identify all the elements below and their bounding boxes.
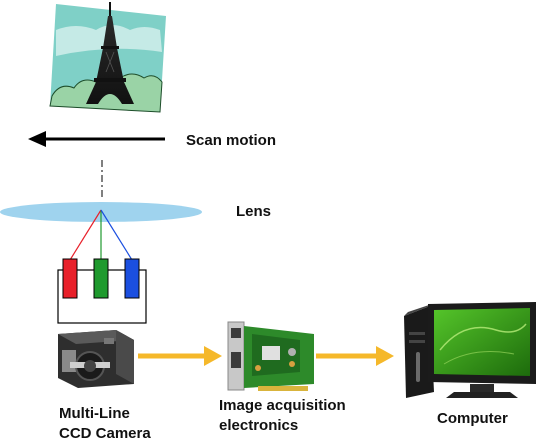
camera-label-line1: Multi-Line — [59, 405, 130, 422]
camera-label-line2: CCD Camera — [59, 425, 151, 442]
flow-arrow-camera-to-card — [138, 346, 222, 366]
computer-icon — [404, 302, 536, 398]
scan-motion-label: Scan motion — [186, 132, 277, 149]
acquisition-label-line1: Image acquisition — [219, 397, 346, 414]
flow-arrow-card-to-computer — [316, 346, 394, 366]
acquisition-label-line2: electronics — [219, 417, 299, 434]
lens-label: Lens — [236, 203, 272, 220]
computer-label: Computer — [437, 410, 508, 427]
light-rays — [69, 209, 133, 261]
ccd-sensor-icon — [57, 258, 147, 324]
scan-motion-arrow — [28, 131, 165, 147]
eiffel-tower-icon — [49, 2, 166, 113]
camera-icon — [58, 330, 134, 388]
frame-grabber-card-icon — [227, 321, 314, 391]
